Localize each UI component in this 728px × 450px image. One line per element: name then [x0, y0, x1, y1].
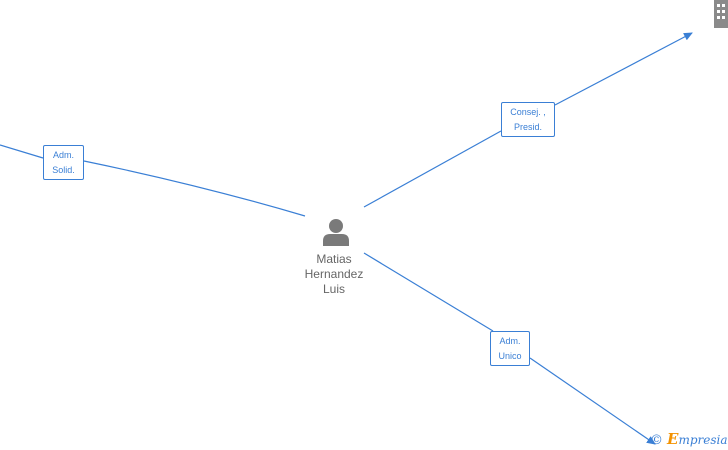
building-icon[interactable]: [712, 0, 728, 33]
edge-consej-upper: [554, 32, 693, 106]
relation-label-line: Solid.: [52, 165, 75, 175]
brand-watermark: © Empresia: [650, 430, 728, 448]
relation-label-line: Consej. ,: [510, 107, 546, 117]
person-icon[interactable]: [321, 217, 351, 252]
edge-adm-solid-tail: [0, 144, 44, 159]
person-name-line: Luis: [322, 282, 345, 296]
brand-name: mpresia: [678, 433, 728, 447]
edge-consej-lower: [363, 130, 502, 208]
person-name-line: Matias: [316, 252, 352, 266]
brand-initial: E: [667, 430, 679, 448]
relation-label-line: Adm.: [499, 336, 521, 346]
edge-adm-solid: [83, 160, 306, 217]
copyright-icon: ©: [650, 433, 663, 448]
person-name-line: Hernandez: [304, 267, 364, 281]
edge-adm-unico-upper: [363, 252, 494, 332]
relation-label-line: Unico: [498, 351, 522, 361]
relation-label-line: Presid.: [513, 122, 542, 132]
relation-label-line: Adm.: [52, 150, 74, 160]
relation-label-adm-unico[interactable]: Adm. Unico: [490, 331, 530, 366]
relation-label-adm-solid[interactable]: Adm. Solid.: [43, 145, 84, 180]
edge-adm-unico-lower: [529, 357, 656, 445]
person-name[interactable]: Matias Hernandez Luis: [294, 252, 374, 297]
relation-label-consej-presid[interactable]: Consej. , Presid.: [501, 102, 555, 137]
